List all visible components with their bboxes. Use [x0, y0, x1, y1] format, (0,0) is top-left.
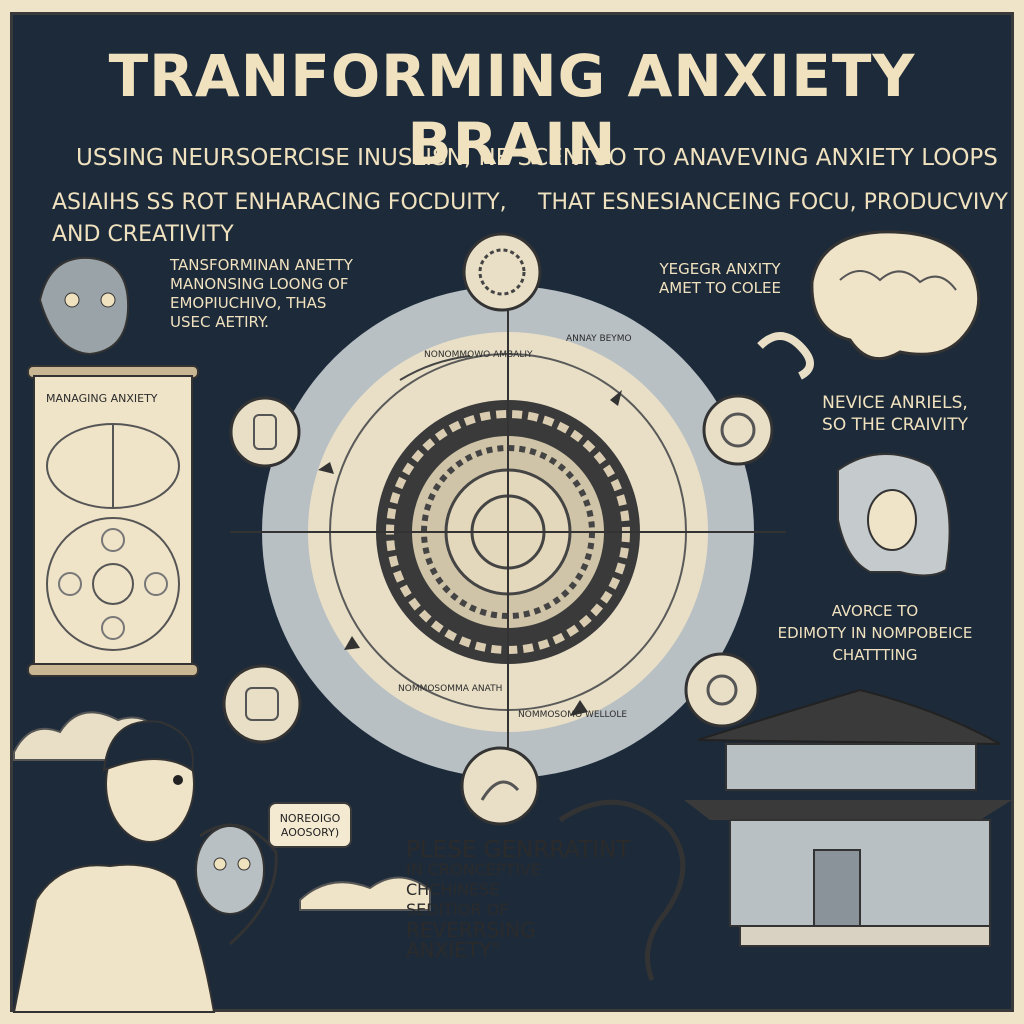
- node-right-medallion: [702, 394, 774, 466]
- scroll-bottom-rod: [27, 663, 199, 677]
- temple-roof-top: [697, 688, 1001, 745]
- node-bottom-right-medallion: [684, 652, 760, 728]
- note-left-top-line: TANSFORMINAN ANETTY: [170, 256, 353, 274]
- man-hair: [102, 720, 194, 772]
- arrow-head-bottom-right: [570, 700, 588, 716]
- note-left-top-line: EMOPIUCHIVO, THAS: [170, 294, 327, 312]
- cloud-center: [299, 876, 431, 911]
- swirl-cloud: [757, 332, 814, 380]
- quote-line-1: PLESE GENRRATINT: [406, 837, 631, 863]
- note-left-top-line: MANONSING LOONG OF: [170, 275, 349, 293]
- arrow-head-top-right: [610, 390, 622, 406]
- arrow-ring-top-left: [399, 355, 471, 381]
- note-right-mid-line: SO THE CRAIVITY: [822, 415, 968, 435]
- note-right-lower-line: AVORCE TO: [831, 602, 919, 620]
- subtitle-line-3: AND CREATIVITY: [52, 222, 234, 247]
- subtitle-line-2-left: ASIAIHS SS ROT ENHARACING FOCDUITY,: [52, 190, 507, 215]
- scroll-wheel-diagram: [46, 517, 180, 651]
- brain-illustration: [810, 230, 981, 361]
- node-bottom-left-medallion: [222, 664, 302, 744]
- note-right-mid-line: NEVICE ANRIELS,: [822, 393, 968, 413]
- note-left-top: TANSFORMINAN ANETTY MANONSING LOONG OF E…: [170, 256, 370, 332]
- temple-stairs: [739, 925, 991, 947]
- wheel-label-bottom-left: NOMMOSOMMA ANATH: [398, 684, 503, 694]
- speech-bubble-line: NOREOIGO: [279, 812, 341, 825]
- scroll-title: MANAGING ANXIETY: [46, 392, 158, 405]
- note-right-mid: NEVICE ANRIELS, SO THE CRAIVITY: [800, 392, 990, 436]
- wheel-label-top-right: ANNAY BEYMO: [566, 334, 632, 344]
- quote-line-2: IN CRONCEPTIVE CHCHINESE: [406, 860, 542, 899]
- speech-bubble: NOREOIGO AOOSORY): [268, 802, 352, 848]
- wheel-label-top: NONOMMOWO AMBALIY: [424, 350, 533, 360]
- note-right-lower: AVORCE TO EDIMOTY IN NOMPOBEICE CHATTTIN…: [760, 600, 990, 666]
- arrow-head-bottom-left: [344, 636, 360, 650]
- note-right-lower-line: EDIMOTY IN NOMPOBEICE: [777, 624, 973, 642]
- closing-quote: PLESE GENRRATINT IN CRONCEPTIVE CHCHINES…: [406, 837, 636, 962]
- poster-title: TRANFORMING ANXIETY BRAIN: [108, 42, 916, 178]
- note-right-top: YEGEGR ANXITY AMET TO COLEE: [640, 260, 800, 298]
- dragon-figure: [558, 799, 686, 981]
- node-left-medallion: [229, 396, 301, 468]
- ghost-mask: [195, 825, 265, 915]
- note-right-top-line: YEGEGR ANXITY: [659, 260, 781, 278]
- quote-line-3: SEDITIOR OF: [406, 900, 509, 919]
- node-bottom-medallion: [460, 746, 540, 826]
- note-right-lower-line: CHATTTING: [832, 646, 918, 664]
- subtitle-line-1: USSING NEURSOERCISE INUSLISN, NE SCENTSO…: [76, 145, 998, 171]
- arrow-head-left: [318, 462, 334, 474]
- man-robe: [12, 863, 216, 1013]
- temple-door: [813, 849, 861, 927]
- quote-line-4: REVERRSING ANXIETY": [406, 918, 536, 962]
- managing-anxiety-scroll: [33, 375, 193, 669]
- temple-upper-floor: [725, 743, 977, 791]
- note-left-top-line: USEC AETIRY.: [170, 313, 269, 331]
- temple-roof-mid: [684, 800, 1012, 820]
- mask-figure: [38, 256, 130, 356]
- speech-bubble-line: AOOSORY): [280, 826, 340, 839]
- note-right-top-line: AMET TO COLEE: [659, 279, 781, 297]
- wheel-label-bottom-right: NOMMOSOMO WELLOLE: [518, 710, 628, 720]
- subtitle-line-2-right: THAT ESNESIANCEING FOCU, PRODUCVIVY: [538, 190, 1008, 215]
- node-top-medallion: [462, 232, 542, 312]
